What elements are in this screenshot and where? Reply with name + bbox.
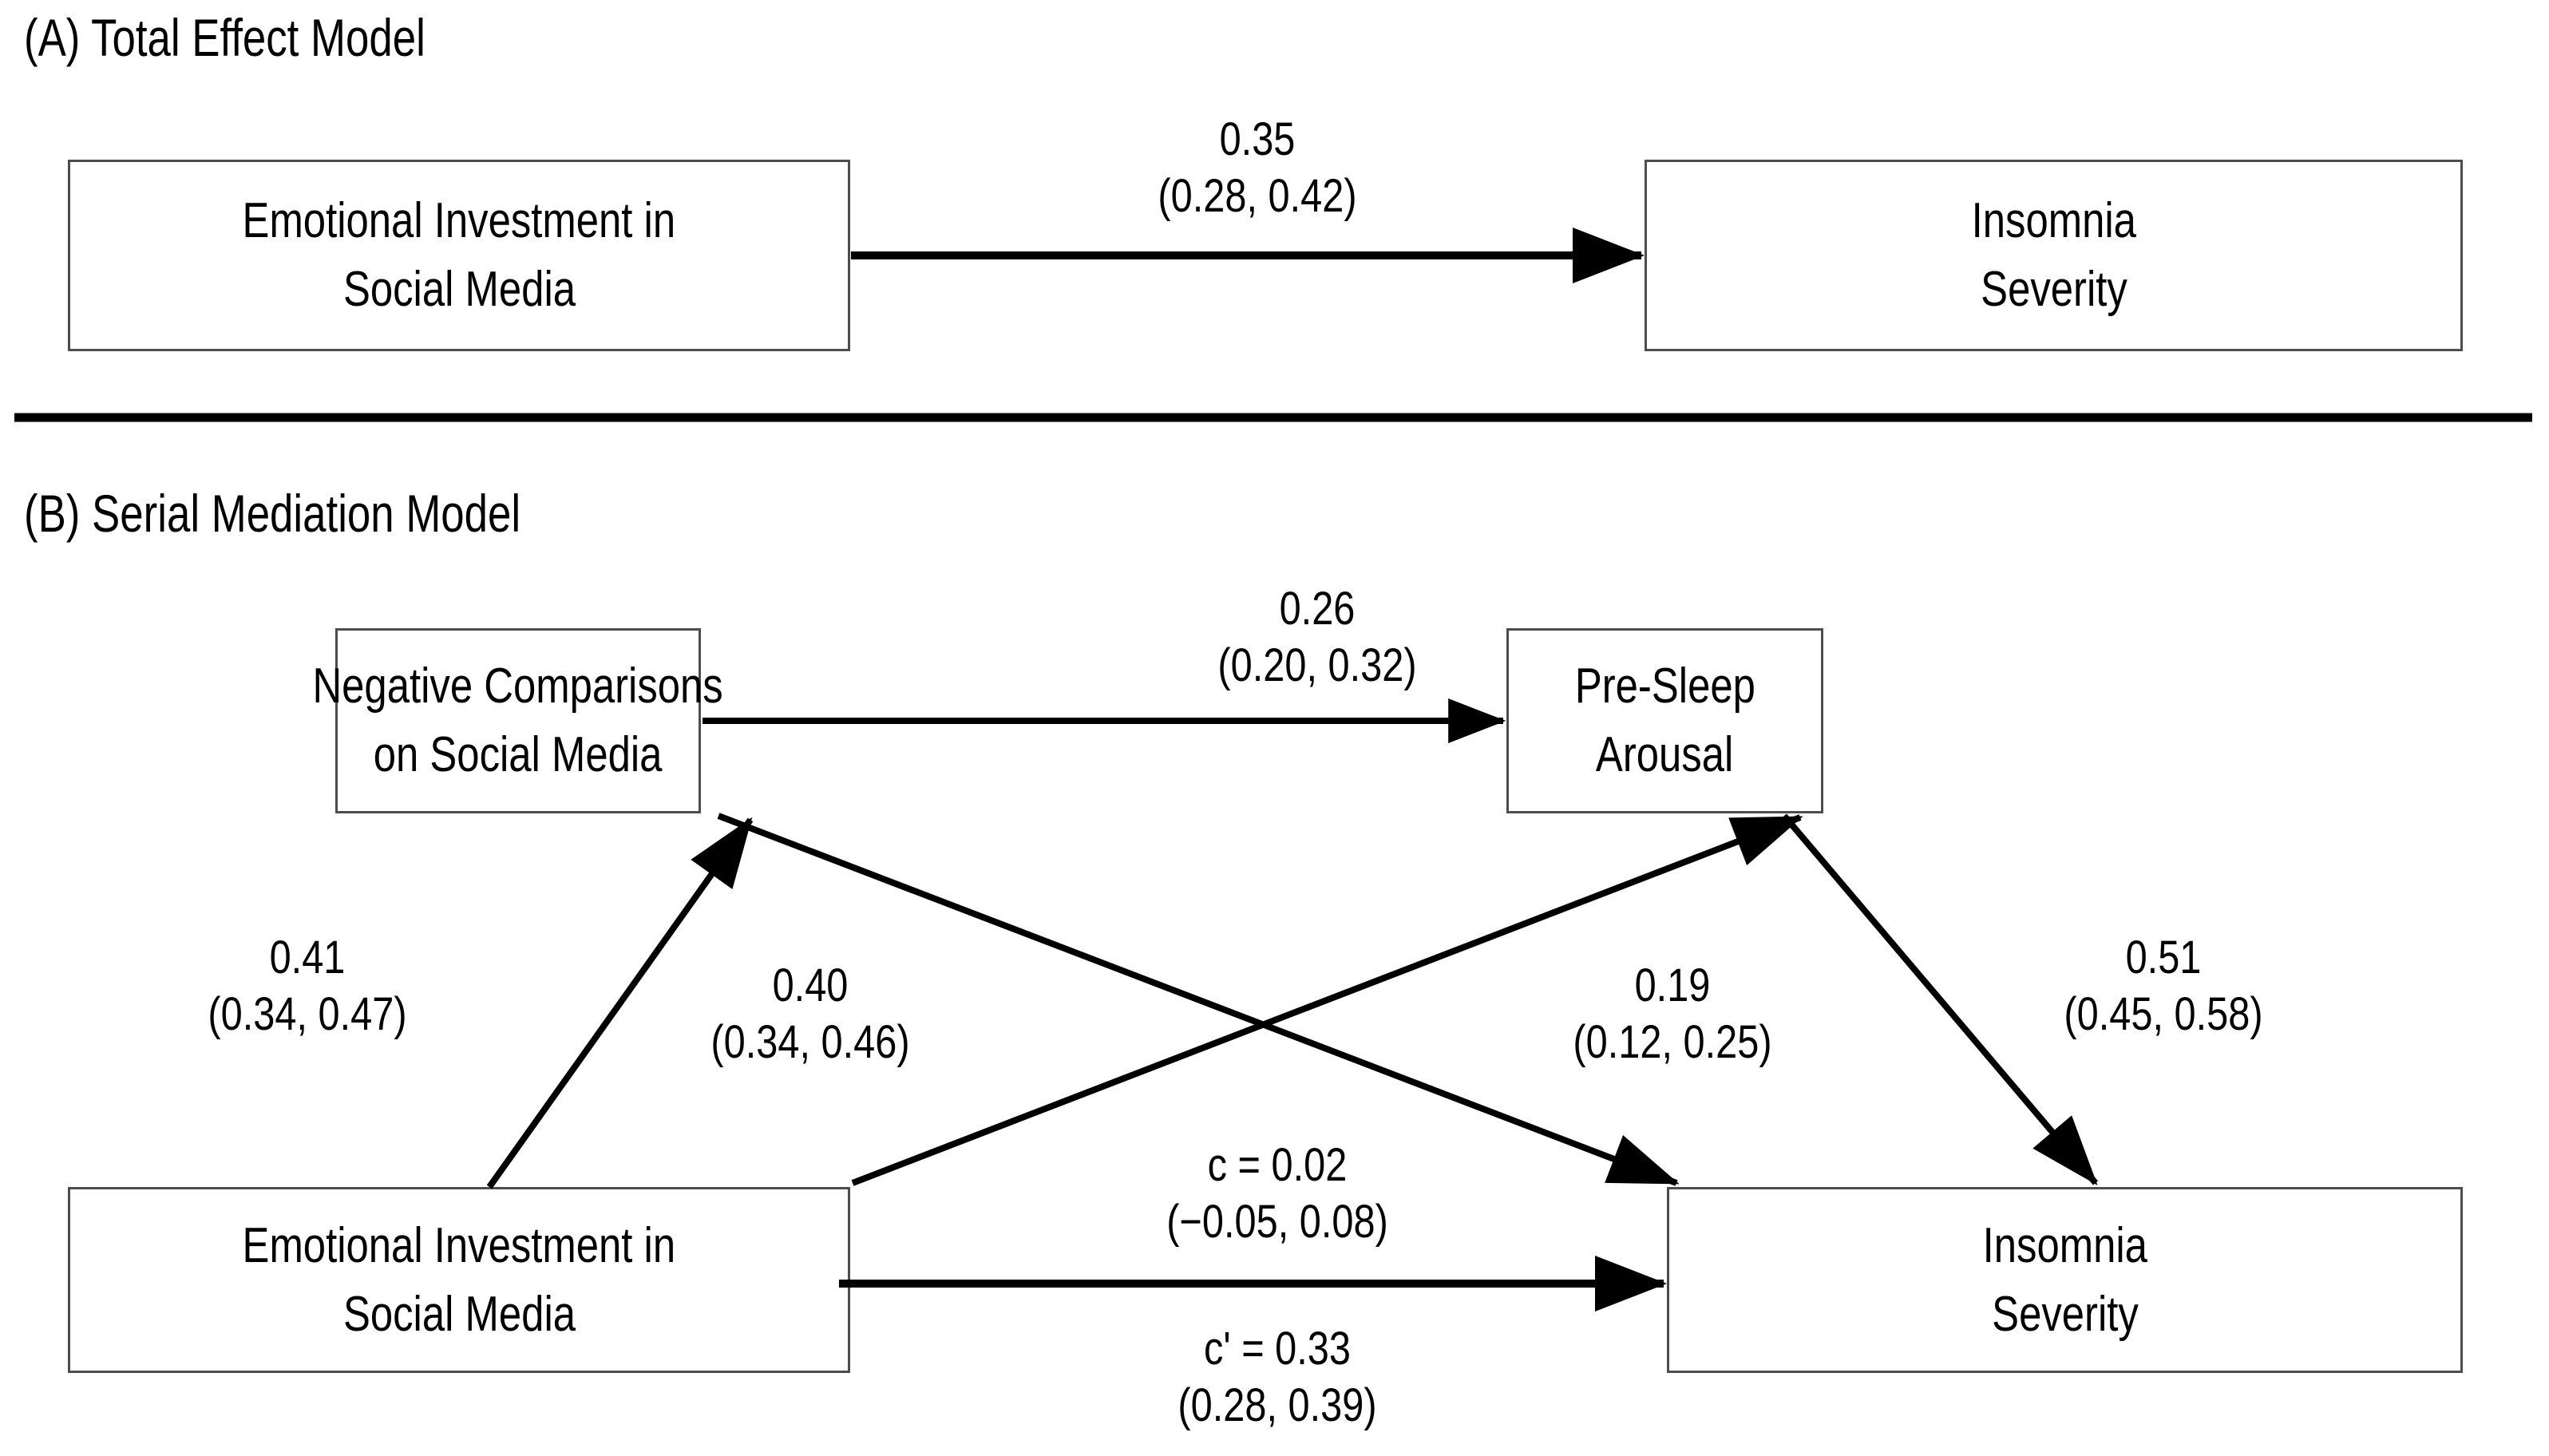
panel-a-predictor-line2: Social Media [342, 262, 576, 317]
panel-b-mediator1-line2: on Social Media [374, 727, 663, 782]
panel-a-outcome-line1: Insomnia [1971, 193, 2136, 249]
panel-b-indirect-c-ci: (−0.05, 0.08) [1166, 1195, 1388, 1248]
panel-b-m2-to-y-label: 0.51 (0.45, 0.58) [1996, 930, 2331, 1043]
panel-a-title: (A) Total Effect Model [24, 8, 425, 67]
panel-b-outcome-line1: Insomnia [1982, 1217, 2147, 1273]
panel-b-x-to-m1-label: 0.41 (0.34, 0.47) [140, 930, 475, 1043]
panel-b-mediator2-box: Pre-Sleep Arousal [1506, 628, 1823, 813]
panel-b-m2-to-y-arrow [1781, 813, 2099, 1186]
panel-b-m1-to-m2-label: 0.26 (0.20, 0.32) [1150, 581, 1485, 694]
panel-a-outcome-line2: Severity [1980, 262, 2127, 317]
panel-b-x-to-m2-ci: (0.12, 0.25) [1573, 1015, 1772, 1068]
panel-b-m1-to-y-arrow [717, 813, 1680, 1186]
panel-b-mediator1-line1: Negative Comparisons [312, 659, 724, 714]
panel-a-outcome-box: Insomnia Severity [1645, 160, 2463, 351]
panel-b-m1-to-y-ci: (0.34, 0.46) [710, 1015, 910, 1068]
panel-b-x-to-m2-arrow [851, 814, 1803, 1186]
panel-b-indirect-c-label: c = 0.02 (−0.05, 0.08) [1094, 1138, 1461, 1251]
panel-b-predictor-box: Emotional Investment in Social Media [68, 1187, 850, 1373]
panel-a-total-effect-ci: (0.28, 0.42) [1158, 169, 1357, 222]
panel-b-x-to-m1-arrow [486, 817, 754, 1189]
panel-b-indirect-c-coefficient: c = 0.02 [1207, 1139, 1348, 1191]
panel-b-outcome-line2: Severity [1991, 1286, 2139, 1342]
panel-b-title: (B) Serial Mediation Model [24, 484, 521, 543]
panel-a-predictor-line1: Emotional Investment in [242, 193, 676, 249]
panel-b-x-to-m1-coefficient: 0.41 [269, 932, 346, 983]
panel-b-direct-cprime-label: c' = 0.33 (0.28, 0.39) [1094, 1321, 1461, 1434]
panel-b-m2-to-y-coefficient: 0.51 [2125, 932, 2202, 983]
panel-a-total-effect-label: 0.35 (0.28, 0.42) [1074, 112, 1441, 225]
panel-b-mediator2-line2: Arousal [1596, 727, 1734, 782]
panel-b-m1-to-y-coefficient: 0.40 [772, 959, 849, 1011]
panel-b-direct-cprime-coefficient: c' = 0.33 [1203, 1323, 1352, 1375]
panel-a-predictor-box: Emotional Investment in Social Media [68, 160, 850, 351]
panel-a-total-effect-coefficient: 0.35 [1219, 113, 1296, 165]
panel-b-predictor-line2: Social Media [342, 1286, 576, 1342]
panel-b-outcome-box: Insomnia Severity [1667, 1187, 2463, 1373]
panel-b-m2-to-y-ci: (0.45, 0.58) [2064, 987, 2263, 1040]
panel-b-x-to-m2-label: 0.19 (0.12, 0.25) [1505, 958, 1840, 1071]
panel-b-m1-to-m2-ci: (0.20, 0.32) [1217, 639, 1417, 691]
panel-b-m1-to-m2-coefficient: 0.26 [1279, 583, 1356, 635]
panel-b-x-to-m2-coefficient: 0.19 [1634, 959, 1711, 1011]
panel-b-mediator1-box: Negative Comparisons on Social Media [313, 628, 723, 813]
panel-b-predictor-line1: Emotional Investment in [242, 1217, 676, 1273]
panel-b-direct-cprime-ci: (0.28, 0.39) [1178, 1379, 1377, 1431]
panel-b-x-to-m1-ci: (0.34, 0.47) [208, 987, 407, 1040]
panel-b-m1-to-y-label: 0.40 (0.34, 0.46) [643, 958, 978, 1071]
panel-b-mediator2-line1: Pre-Sleep [1574, 659, 1755, 714]
